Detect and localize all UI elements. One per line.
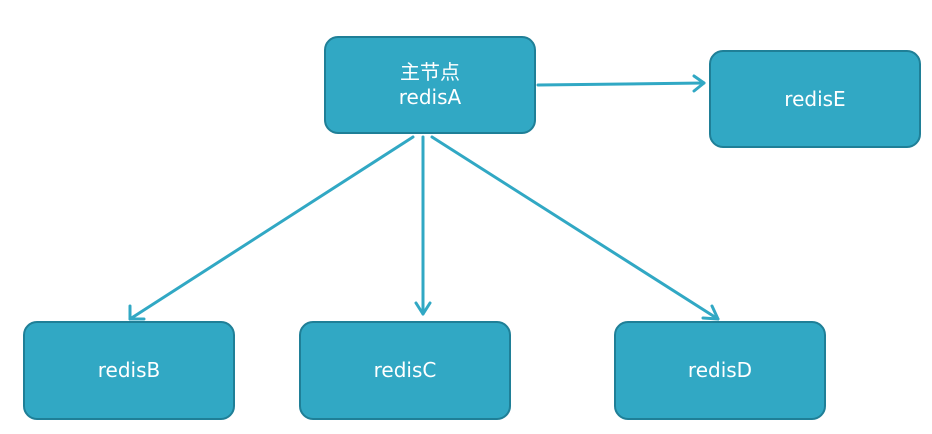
edge-a-to-e [536,81,706,87]
edge-a-to-d [430,135,720,321]
node-redis-d[interactable]: redisD [614,321,826,420]
edge-a-to-b-arrowhead [128,304,146,321]
node-redis-c-label: redisC [373,358,437,382]
node-redis-a-title: 主节点 [400,60,460,84]
node-redis-b-label: redisB [97,358,161,382]
node-redis-b[interactable]: redisB [23,321,235,420]
edge-a-to-c-arrowhead [414,301,432,316]
node-redis-a-label: redisA [398,85,462,109]
node-redis-d-label: redisD [687,358,753,382]
node-redis-c[interactable]: redisC [299,321,511,420]
node-redis-a-master[interactable]: 主节点 redisA [324,36,536,134]
node-redis-e-label: redisE [784,86,846,111]
edge-a-to-e-arrowhead [692,74,706,93]
edge-a-to-d-arrowhead [701,304,720,321]
edge-a-to-b [128,135,415,321]
node-redis-e[interactable]: redisE [709,50,921,148]
